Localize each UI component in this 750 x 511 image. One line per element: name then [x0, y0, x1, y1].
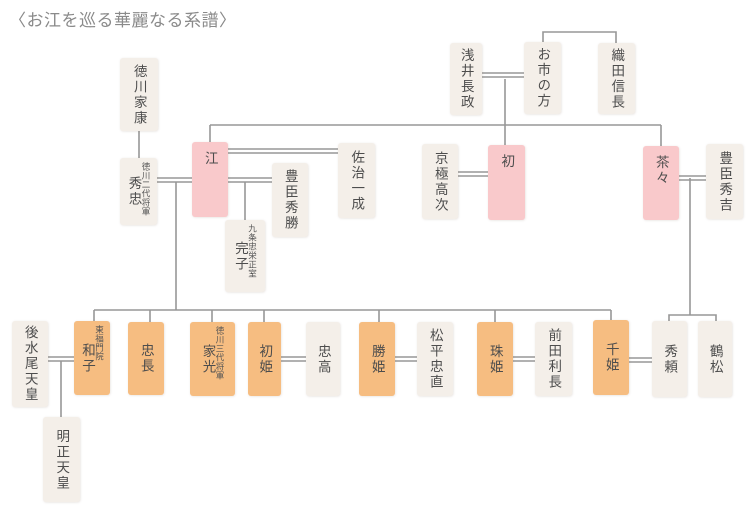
person-annotation: 東福門院: [94, 325, 105, 361]
person-name: 忠高: [315, 343, 331, 375]
node-tsurumatsu: 鶴松: [698, 321, 732, 397]
person-name: 徳川家康: [131, 63, 147, 126]
node-toyotomi-hidekatsu: 豊臣秀勝: [272, 163, 308, 237]
person-name: 忠長: [138, 343, 154, 374]
node-azai-nagamasa: 浅井長政: [450, 43, 482, 115]
node-sadako: 完子 九条忠栄正室: [225, 220, 265, 292]
person-name: 佐治一成: [349, 149, 365, 212]
node-tadataka: 忠高: [306, 322, 340, 396]
person-name: 千姫: [603, 342, 619, 373]
node-hatsuhime: 初姫: [248, 322, 281, 396]
node-katsuhime: 勝姫: [359, 322, 395, 396]
person-name: 初姫: [257, 343, 273, 375]
node-gou: 江: [192, 142, 228, 217]
node-oichi-no-kata: お市の方: [524, 42, 561, 114]
node-tadanaga: 忠長: [128, 322, 164, 395]
node-senhime: 千姫: [593, 320, 629, 395]
node-meisho: 明正天皇: [43, 417, 80, 502]
person-name: 和子: [80, 342, 95, 374]
person-name: 家光: [200, 343, 216, 375]
person-name: 秀頼: [662, 343, 678, 375]
diagram-title: 〈お江を巡る華麗なる系譜〉: [9, 11, 237, 30]
person-name: 前田利長: [546, 328, 562, 390]
person-name: 明正天皇: [54, 428, 70, 491]
person-name: 茶々: [653, 155, 669, 186]
person-name: 鶴松: [707, 343, 723, 375]
person-name: 後水尾天皇: [22, 325, 38, 403]
person-name: 江: [202, 151, 218, 167]
person-name: 浅井長政: [458, 48, 474, 110]
node-chacha: 茶々: [643, 146, 679, 220]
node-gomizunoo: 後水尾天皇: [12, 321, 48, 407]
person-name: 豊臣秀勝: [282, 169, 298, 231]
person-name: 完子: [233, 240, 248, 272]
person-name: 初: [499, 154, 515, 170]
person-name: 松平忠直: [427, 328, 443, 390]
person-name: 京極高次: [432, 150, 448, 213]
node-oda-nobunaga: 織田信長: [598, 43, 635, 114]
node-tamahime: 珠姫: [477, 322, 513, 396]
node-iemitsu: 家光 徳川三代将軍: [190, 322, 235, 396]
node-tokugawa-ieyasu: 徳川家康: [120, 58, 158, 131]
node-kyogoku-takatsugu: 京極高次: [422, 144, 458, 219]
node-hidetada: 秀忠 徳川二代将軍: [120, 158, 157, 225]
descent-lines: [60, 31, 717, 417]
marriage-lines: [48, 72, 706, 363]
node-hatsu: 初: [488, 145, 525, 220]
person-name: 勝姫: [369, 343, 385, 375]
person-name: 豊臣秀吉: [717, 150, 733, 213]
person-annotation: 徳川二代将軍: [141, 162, 151, 216]
node-matsudaira-tadanao: 松平忠直: [417, 322, 453, 396]
person-name: お市の方: [535, 47, 551, 109]
person-annotation: 九条忠栄正室: [247, 224, 258, 278]
person-name: 織田信長: [609, 47, 625, 110]
person-name: 珠姫: [487, 343, 503, 375]
person-name: 秀忠: [126, 176, 142, 207]
node-hideyori: 秀頼: [652, 321, 687, 397]
node-masako: 和子 東福門院: [74, 321, 110, 395]
node-toyotomi-hideyoshi: 豊臣秀吉: [706, 144, 743, 219]
person-annotation: 徳川三代将軍: [215, 326, 225, 380]
node-maeda-toshinaga: 前田利長: [535, 322, 572, 396]
node-saji-kazunari: 佐治一成: [338, 143, 375, 218]
